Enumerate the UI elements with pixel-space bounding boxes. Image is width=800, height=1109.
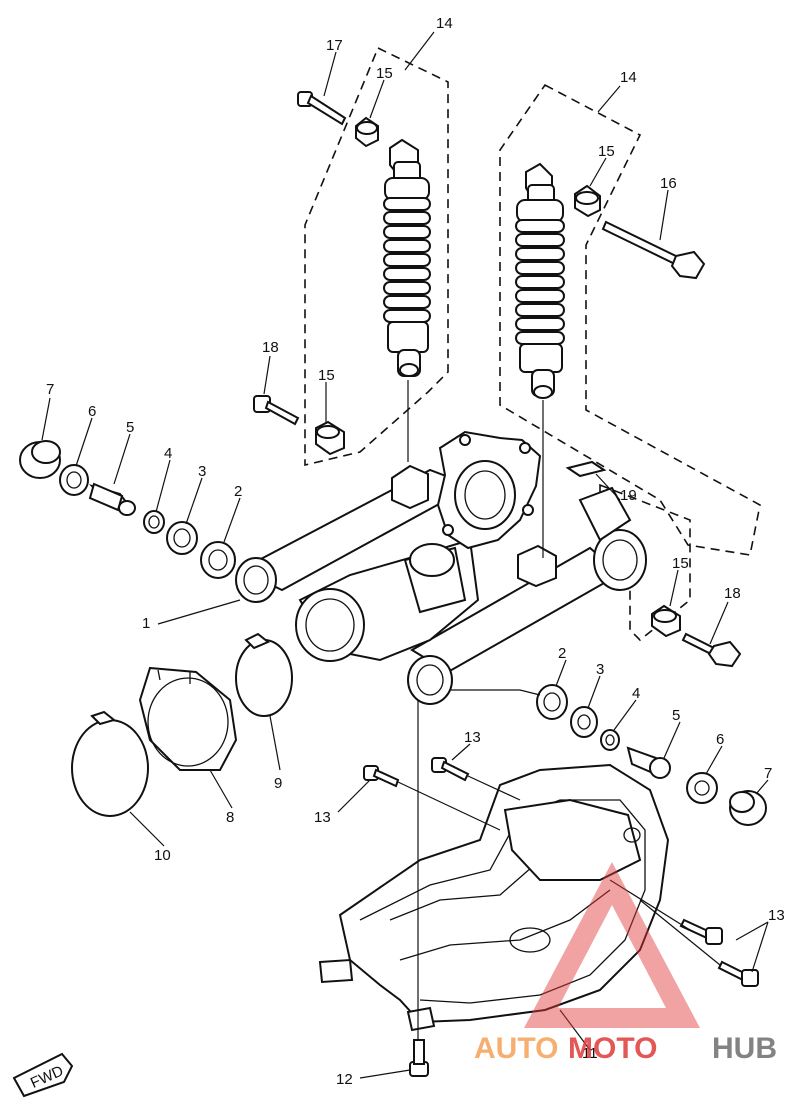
bushing-15-top-left [355, 116, 379, 148]
callout-7-right: 7 [764, 765, 772, 782]
callout-13-center: 13 [464, 729, 481, 746]
callout-4-left: 4 [164, 445, 172, 462]
washer-6-left [59, 464, 89, 496]
callout-13-right: 13 [768, 907, 785, 924]
callout-6-right: 6 [716, 731, 724, 748]
cap-7-right [729, 790, 767, 826]
bearing-3-right [570, 706, 598, 738]
bolt-13-right-upper [679, 918, 723, 945]
callout-6-left: 6 [88, 403, 96, 420]
bushing-15-right [651, 604, 681, 638]
watermark-text-hub: HUB [712, 1032, 777, 1065]
bolt-16 [601, 220, 706, 280]
callout-19: 19 [620, 487, 637, 504]
bolt-13-left [363, 765, 400, 788]
callout-4-right: 4 [632, 685, 640, 702]
washer-6-right [686, 772, 718, 804]
clamp-10 [71, 710, 149, 817]
bushing-15-mid-left [315, 420, 345, 456]
callout-5-left: 5 [126, 419, 134, 436]
skid-plate-11 [318, 763, 670, 1032]
left-shock-assembly-outline [304, 46, 449, 467]
callout-11: 11 [582, 1045, 598, 1062]
callout-15-c: 15 [318, 367, 335, 384]
bolt-17 [297, 91, 347, 126]
boot-8 [138, 666, 238, 771]
callout-3-left: 3 [198, 463, 206, 480]
swingarm [235, 430, 647, 705]
callout-12: 12 [336, 1071, 353, 1088]
callout-15-d: 15 [672, 555, 689, 572]
callout-18-left: 18 [262, 339, 279, 356]
oil-seal-4-right [600, 729, 620, 751]
bearing-3-left [166, 521, 198, 555]
right-shock-absorber [515, 162, 565, 399]
callout-17: 17 [326, 37, 343, 54]
bushing-15-top-right [574, 184, 601, 218]
watermark-logo: AUTO MOTO HUB [474, 862, 777, 1065]
right-lower-bracket-outline [599, 483, 691, 642]
callout-2-left: 2 [234, 483, 242, 500]
callout-16: 16 [660, 175, 677, 192]
watermark-text-auto: AUTO [474, 1032, 558, 1065]
callout-5-right: 5 [672, 707, 680, 724]
callout-13-left: 13 [314, 809, 331, 826]
watermark-text-moto: MOTO [568, 1032, 657, 1065]
callout-7-left: 7 [46, 381, 54, 398]
bolt-13-center [431, 757, 470, 782]
collar-5-right [626, 746, 671, 779]
callout-15-a: 15 [376, 65, 393, 82]
bearing-2-right [536, 684, 568, 720]
collar-5-left [88, 482, 136, 516]
bolt-12 [409, 1039, 429, 1077]
cap-7-left [19, 440, 61, 479]
bolt-18-left [253, 395, 300, 426]
callout-9: 9 [274, 775, 282, 792]
bolt-13-right-lower [717, 960, 759, 987]
callout-8: 8 [226, 809, 234, 826]
bolt-18-right [681, 632, 742, 668]
callout-14-right: 14 [620, 69, 637, 86]
centerline-right-pivot [450, 689, 541, 696]
callout-1: 1 [142, 615, 150, 632]
fwd-arrow-icon: FWD [12, 1052, 74, 1098]
callout-15-b: 15 [598, 143, 615, 160]
oil-seal-4-left [143, 510, 165, 534]
callout-14-left: 14 [436, 15, 453, 32]
watermark-triangle-icon [524, 862, 700, 1028]
label-plate-19 [565, 460, 607, 478]
leader-lines [41, 31, 769, 1079]
callout-3-right: 3 [596, 661, 604, 678]
callouts: 14 14 17 15 15 16 18 15 7 6 5 4 3 2 19 1… [46, 15, 785, 1088]
bearing-2-left [200, 541, 236, 579]
left-shock-absorber [383, 138, 431, 377]
callout-18-right: 18 [724, 585, 741, 602]
callout-2-right: 2 [558, 645, 566, 662]
centerline-bolts13 [397, 775, 721, 966]
clamp-9 [235, 632, 293, 717]
callout-10: 10 [154, 847, 171, 864]
